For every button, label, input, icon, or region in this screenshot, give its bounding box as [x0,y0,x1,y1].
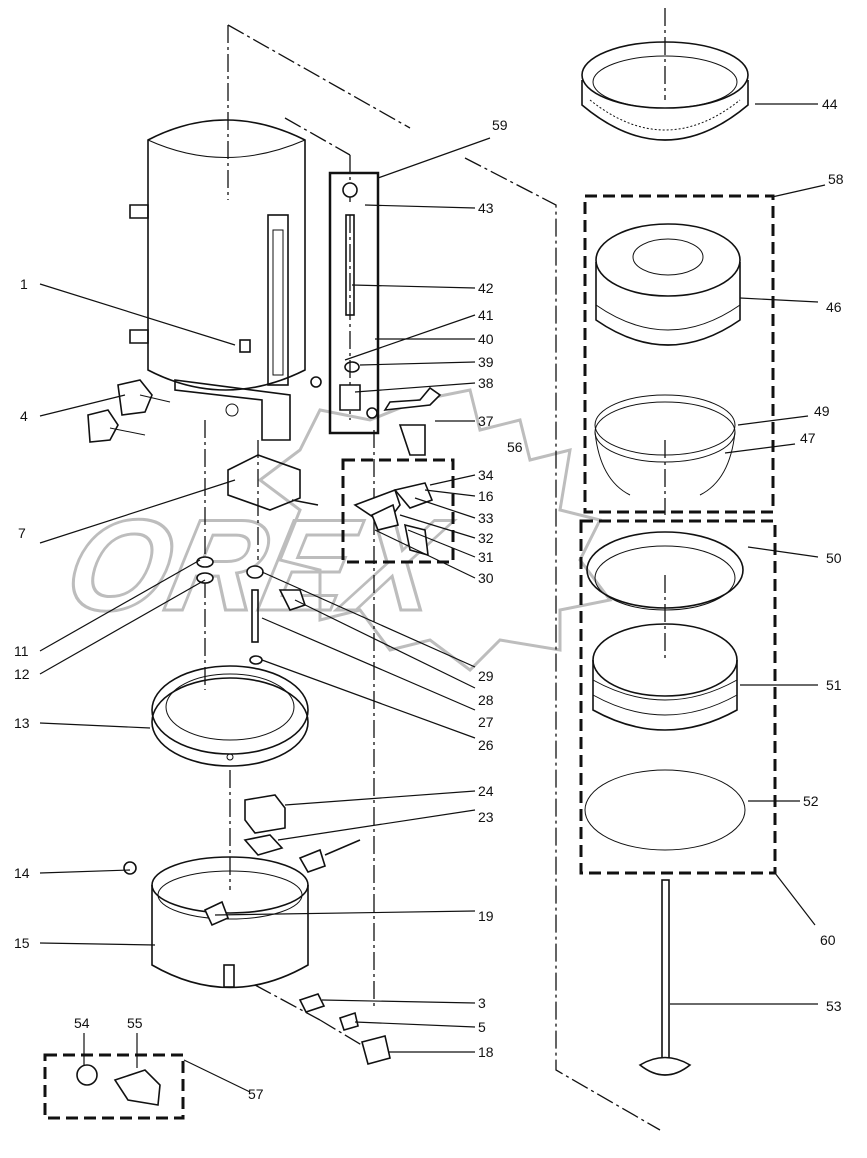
callout-label-44: 44 [822,96,838,112]
callout-leader-24 [284,790,476,806]
callout-leader-15 [39,942,156,946]
callout-leader-29 [261,571,476,668]
callout-leader-1 [39,283,236,346]
callout-label-3: 3 [478,995,486,1011]
callout-label-30: 30 [478,570,494,586]
callout-leader-50 [747,546,819,558]
callout-label-32: 32 [478,530,494,546]
callout-leader-4 [39,394,126,417]
callout-label-24: 24 [478,783,494,799]
callout-label-23: 23 [478,809,494,825]
callout-label-49: 49 [814,403,830,419]
callout-label-38: 38 [478,375,494,391]
callout-label-13: 13 [14,715,30,731]
callout-leader-13 [39,722,151,729]
callout-leader-38 [354,382,476,393]
callout-label-55: 55 [127,1015,143,1031]
callout-leader-58 [771,184,826,198]
callout-leader-28 [294,599,476,689]
callout-leader-34 [429,474,476,486]
small-fittings [196,556,307,665]
callout-label-15: 15 [14,935,30,951]
callout-leader-30 [374,529,476,579]
callout-label-43: 43 [478,200,494,216]
terminal-block [243,794,286,856]
callout-leader-14 [39,869,131,874]
plug-parts [87,379,171,443]
callout-label-27: 27 [478,714,494,730]
callout-label-28: 28 [478,692,494,708]
callout-leader-39 [359,361,476,366]
callout-leader-47 [724,443,796,454]
callout-leader-46 [739,297,819,303]
callout-leader-5 [354,1021,476,1028]
callout-label-1: 1 [20,276,28,292]
callout-label-33: 33 [478,510,494,526]
callout-label-51: 51 [826,677,842,693]
callout-leader-57 [183,1059,251,1093]
callout-label-31: 31 [478,549,494,565]
callout-label-18: 18 [478,1044,494,1060]
callout-leader-32 [399,514,476,539]
callout-label-12: 12 [14,666,30,682]
callout-label-57: 57 [248,1086,264,1102]
switch-kit [43,1053,185,1120]
callout-leader-33 [414,497,476,519]
callout-label-54: 54 [74,1015,90,1031]
base-ring [151,665,309,767]
callout-label-46: 46 [826,299,842,315]
callout-label-19: 19 [478,908,494,924]
callout-label-42: 42 [478,280,494,296]
thermostat-bracket [227,454,319,511]
callout-leader-16 [424,489,476,497]
callout-label-50: 50 [826,550,842,566]
callout-label-60: 60 [820,932,836,948]
callout-label-16: 16 [478,488,494,504]
callout-leader-42 [351,284,476,289]
assembly-axes [204,8,666,1131]
callout-leader-41 [344,314,476,361]
callout-leader-19 [214,910,476,916]
callout-label-11: 11 [14,643,29,659]
callout-leader-23 [277,809,476,841]
callout-label-58: 58 [828,171,844,187]
callout-label-34: 34 [478,467,494,483]
callout-label-26: 26 [478,737,494,753]
callout-leader-49 [737,415,809,426]
callout-leader-60 [774,872,816,926]
pump-stem [638,879,692,1076]
callout-label-47: 47 [800,430,816,446]
callout-label-39: 39 [478,354,494,370]
switch-parts [298,993,391,1065]
callout-label-4: 4 [20,408,28,424]
callout-label-56: 56 [507,439,523,455]
urn-tank [129,119,306,441]
callout-leader-7 [39,479,236,544]
callout-leader-11 [39,559,201,652]
callout-label-7: 7 [18,525,26,541]
callout-label-37: 37 [478,413,494,429]
callout-label-52: 52 [803,793,819,809]
basket-assembly-box [579,519,777,875]
lid-assembly-box [583,194,775,514]
callout-label-29: 29 [478,668,494,684]
callout-label-5: 5 [478,1019,486,1035]
callout-label-53: 53 [826,998,842,1014]
base-housing [123,839,361,989]
callout-label-14: 14 [14,865,30,881]
callout-leader-31 [407,529,476,558]
callout-leader-27 [261,617,476,711]
callout-leader-59 [377,137,491,179]
callout-leader-43 [364,204,476,209]
gauge-glass-assembly [310,171,442,456]
callout-label-59: 59 [492,117,508,133]
callout-leader-26 [261,659,476,739]
lid-ring [581,41,749,141]
callout-label-41: 41 [478,307,494,323]
callout-leader-12 [39,579,206,675]
callout-leader-3 [321,999,476,1004]
callout-label-40: 40 [478,331,494,347]
